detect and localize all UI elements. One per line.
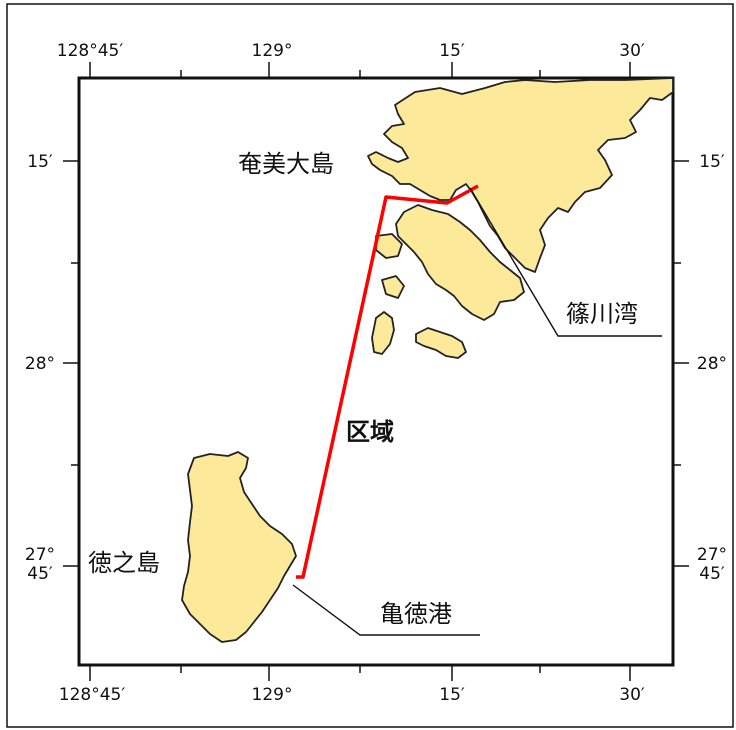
left-lat-label-45: 45′ xyxy=(27,564,53,584)
tokunoshima-label: 徳之島 xyxy=(88,549,160,577)
kametoku-port-leader-line xyxy=(292,584,480,636)
uke-island xyxy=(371,311,395,355)
bottom-lon-label-15: 15′ xyxy=(439,685,465,705)
area-label: 区域 xyxy=(346,418,394,446)
bottom-lon-label-129: 129° xyxy=(252,685,293,705)
right-lat-label-45: 45′ xyxy=(699,564,725,584)
ticks xyxy=(63,62,689,681)
map-frame-outline xyxy=(77,76,675,667)
left-lat-label-28: 28° xyxy=(25,354,55,374)
bottom-lon-label-30: 30′ xyxy=(619,685,645,705)
tokunoshima-island xyxy=(181,451,297,643)
kakeroma-island xyxy=(395,204,525,321)
small-island-a xyxy=(375,233,403,259)
amami-oshima-label: 奄美大島 xyxy=(238,150,334,178)
shinokawa-bay-label: 篠川湾 xyxy=(566,300,638,328)
map-frame xyxy=(77,76,675,667)
right-lat-label-28: 28° xyxy=(697,354,727,374)
top-lon-label-129: 129° xyxy=(252,41,293,61)
top-lon-label-30: 30′ xyxy=(619,41,645,61)
left-lat-label-15: 15′ xyxy=(27,152,53,172)
shinokawa-bay-leader-line xyxy=(469,187,662,337)
left-lat-label-27: 27° xyxy=(25,545,55,565)
right-lat-label-15: 15′ xyxy=(699,152,725,172)
small-island-b xyxy=(381,275,405,299)
top-lon-label-128-45: 128°45′ xyxy=(57,41,124,61)
route-line xyxy=(296,184,479,579)
land xyxy=(181,77,674,643)
right-lat-label-27: 27° xyxy=(697,545,727,565)
outer-border xyxy=(6,3,734,728)
amami-oshima-island xyxy=(367,77,674,273)
bottom-lon-label-128-45: 128°45′ xyxy=(59,685,126,705)
kametoku-port-label: 亀徳港 xyxy=(380,600,452,628)
yoro-island xyxy=(415,327,467,359)
top-lon-label-15: 15′ xyxy=(439,41,465,61)
